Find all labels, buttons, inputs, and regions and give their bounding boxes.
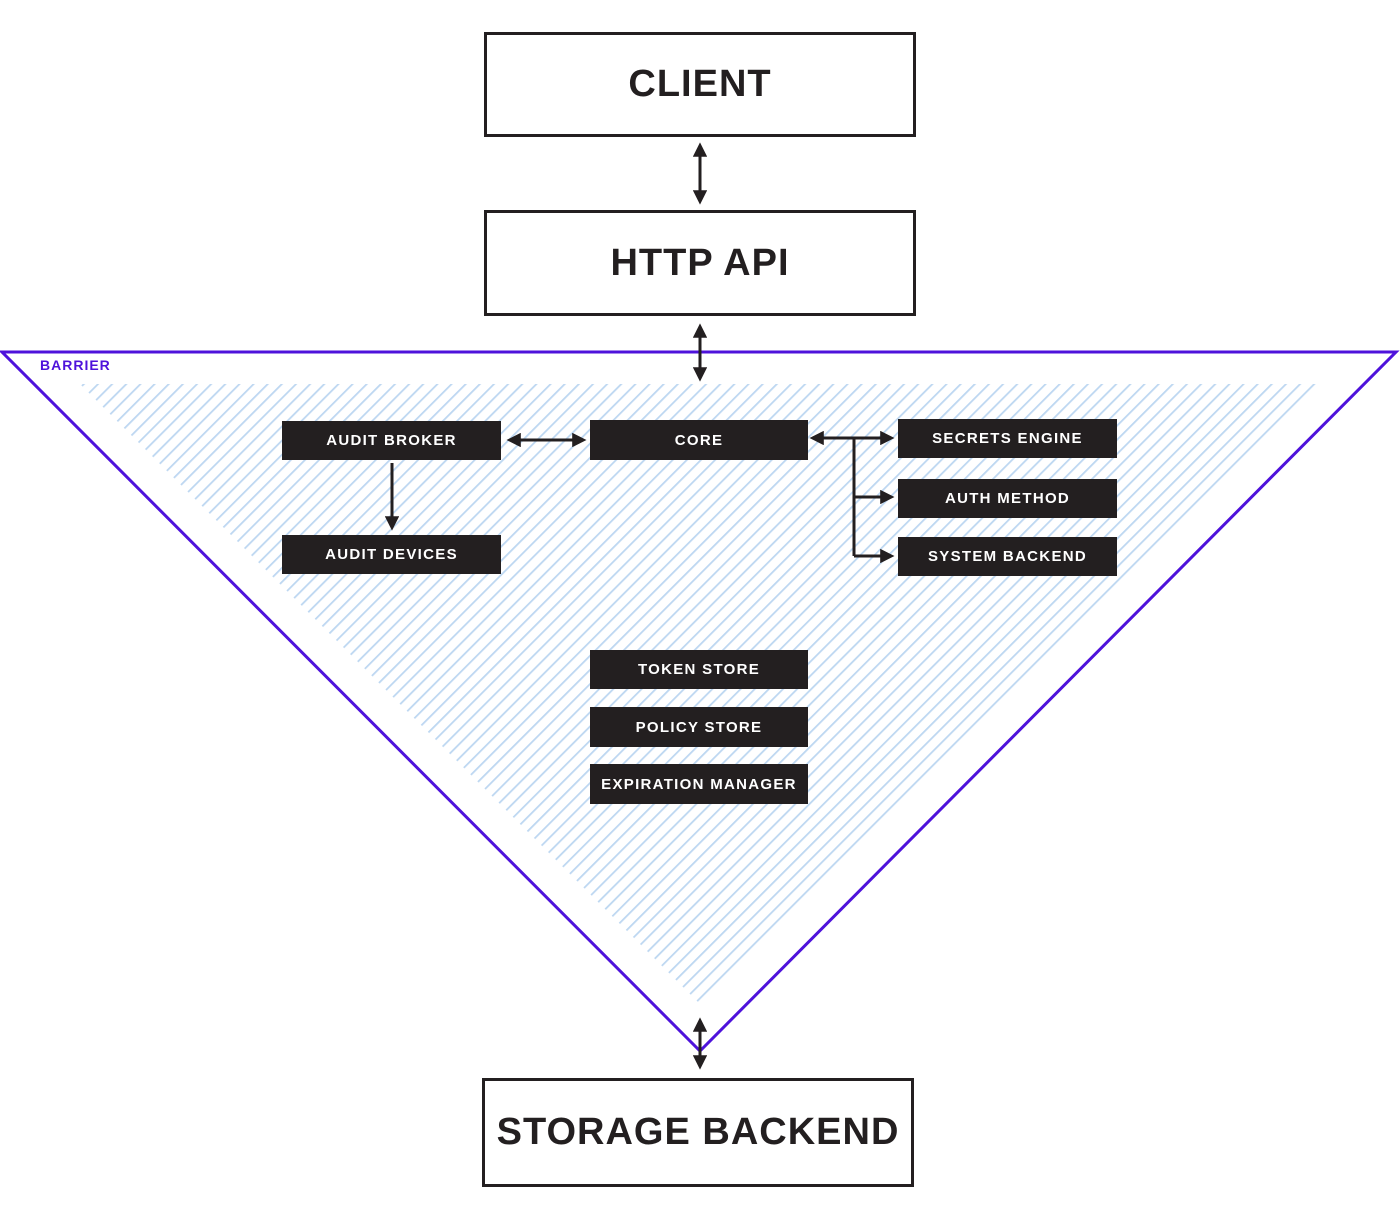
barrier-hatch-fill bbox=[80, 384, 1318, 1003]
storage-backend-node: STORAGE BACKEND bbox=[482, 1078, 914, 1187]
expiration-manager-label: EXPIRATION MANAGER bbox=[601, 775, 797, 793]
system-backend-node: SYSTEM BACKEND bbox=[898, 537, 1117, 576]
client-label: CLIENT bbox=[628, 63, 772, 105]
token-store-node: TOKEN STORE bbox=[590, 650, 808, 689]
auth-method-node: AUTH METHOD bbox=[898, 479, 1117, 518]
audit-broker-node: AUDIT BROKER bbox=[282, 421, 501, 460]
audit-devices-node: AUDIT DEVICES bbox=[282, 535, 501, 574]
http-api-label: HTTP API bbox=[610, 241, 790, 284]
core-node: CORE bbox=[590, 420, 808, 460]
client-node: CLIENT bbox=[484, 32, 916, 137]
audit-devices-label: AUDIT DEVICES bbox=[325, 546, 458, 563]
secrets-engine-label: SECRETS ENGINE bbox=[932, 430, 1083, 447]
core-label: CORE bbox=[674, 431, 724, 449]
expiration-manager-node: EXPIRATION MANAGER bbox=[590, 764, 808, 804]
audit-broker-label: AUDIT BROKER bbox=[326, 432, 457, 449]
auth-method-label: AUTH METHOD bbox=[944, 490, 1071, 507]
policy-store-node: POLICY STORE bbox=[590, 707, 808, 747]
token-store-label: TOKEN STORE bbox=[637, 661, 761, 678]
system-backend-label: SYSTEM BACKEND bbox=[927, 548, 1088, 565]
policy-store-label: POLICY STORE bbox=[635, 718, 763, 736]
http-api-node: HTTP API bbox=[484, 210, 916, 316]
secrets-engine-node: SECRETS ENGINE bbox=[898, 419, 1117, 458]
storage-backend-label: STORAGE BACKEND bbox=[496, 1111, 900, 1153]
barrier-label: BARRIER bbox=[40, 357, 111, 373]
